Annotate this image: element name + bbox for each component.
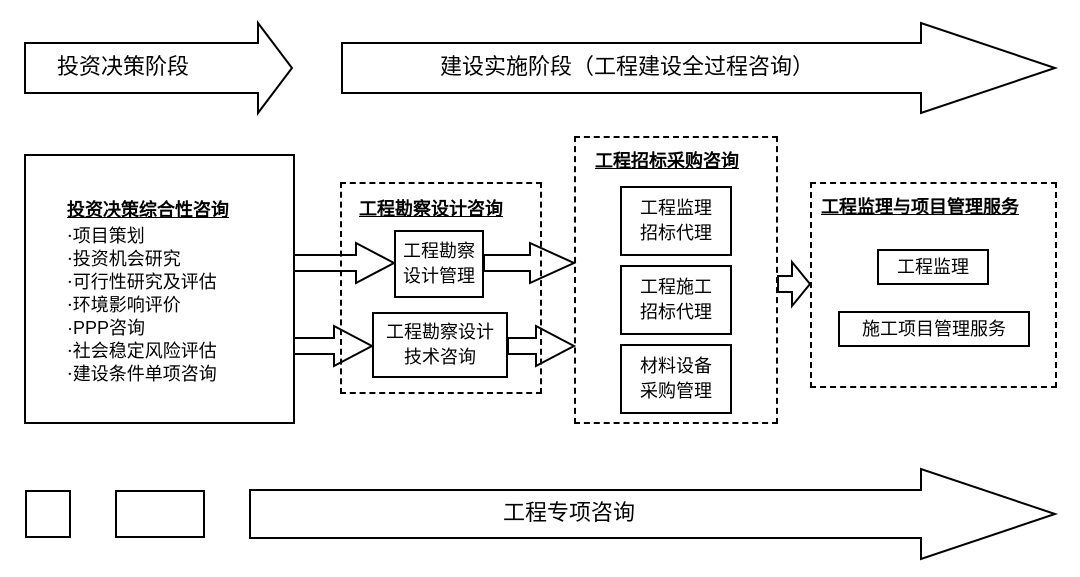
supervision-tender-box: 工程监理 招标代理 [620, 186, 732, 256]
investment-item: ·环境影响评价 [67, 295, 181, 316]
supervision-management-title: 工程监理与项目管理服务 [821, 197, 1019, 218]
decision-phase-arrow [24, 20, 294, 116]
investment-item: ·投资机会研究 [67, 249, 181, 270]
survey-design-management-label: 工程勘察 设计管理 [403, 241, 475, 287]
special-consulting-arrow [249, 467, 1059, 561]
construction-tender-box: 工程施工 招标代理 [620, 265, 732, 335]
supervision-label: 工程监理 [897, 256, 969, 278]
investment-item: ·建设条件单项咨询 [67, 364, 217, 385]
investment-consulting-title: 投资决策综合性咨询 [67, 200, 229, 221]
construction-phase-label: 建设实施阶段（工程建设全过程咨询） [440, 55, 815, 80]
arrow-investment-to-survey-tech [293, 324, 375, 368]
tender-procurement-title: 工程招标采购咨询 [595, 151, 739, 172]
materials-procurement-label: 材料设备 采购管理 [640, 356, 712, 402]
construction-phase-arrow [341, 21, 1059, 115]
survey-design-group [340, 182, 542, 394]
arrow-investment-to-survey-design [293, 241, 397, 285]
investment-item-list: ·项目策划 ·投资机会研究 ·可行性研究及评估 ·环境影响评价 ·PPP咨询 ·… [67, 225, 217, 386]
supervision-tender-label: 工程监理 招标代理 [640, 198, 712, 244]
investment-item: ·PPP咨询 [67, 318, 146, 338]
special-consulting-label: 工程专项咨询 [503, 501, 636, 526]
investment-item: ·可行性研究及评估 [67, 272, 217, 293]
arrow-survey-design-to-tender [483, 241, 577, 285]
survey-design-title: 工程勘察设计咨询 [359, 199, 503, 220]
investment-consulting-box: 投资决策综合性咨询 ·项目策划 ·投资机会研究 ·可行性研究及评估 ·环境影响评… [24, 154, 295, 424]
survey-design-tech-label: 工程勘察设计 技术咨询 [386, 322, 494, 368]
empty-box-wide [115, 490, 205, 538]
investment-item: ·项目策划 [67, 226, 145, 247]
survey-design-management-box: 工程勘察 设计管理 [394, 230, 484, 298]
survey-design-tech-box: 工程勘察设计 技术咨询 [372, 312, 508, 378]
investment-item: ·社会稳定风险评估 [67, 341, 217, 362]
construction-management-label: 施工项目管理服务 [862, 318, 1006, 340]
materials-procurement-box: 材料设备 采购管理 [620, 344, 732, 414]
construction-tender-label: 工程施工 招标代理 [640, 277, 712, 323]
construction-management-box: 施工项目管理服务 [838, 311, 1030, 347]
supervision-box: 工程监理 [877, 249, 989, 285]
decision-phase-label: 投资决策阶段 [57, 55, 190, 80]
tender-procurement-group [574, 136, 778, 424]
arrow-tender-to-supervision [777, 259, 812, 309]
empty-box-small [25, 490, 71, 538]
supervision-management-group [810, 182, 1057, 388]
